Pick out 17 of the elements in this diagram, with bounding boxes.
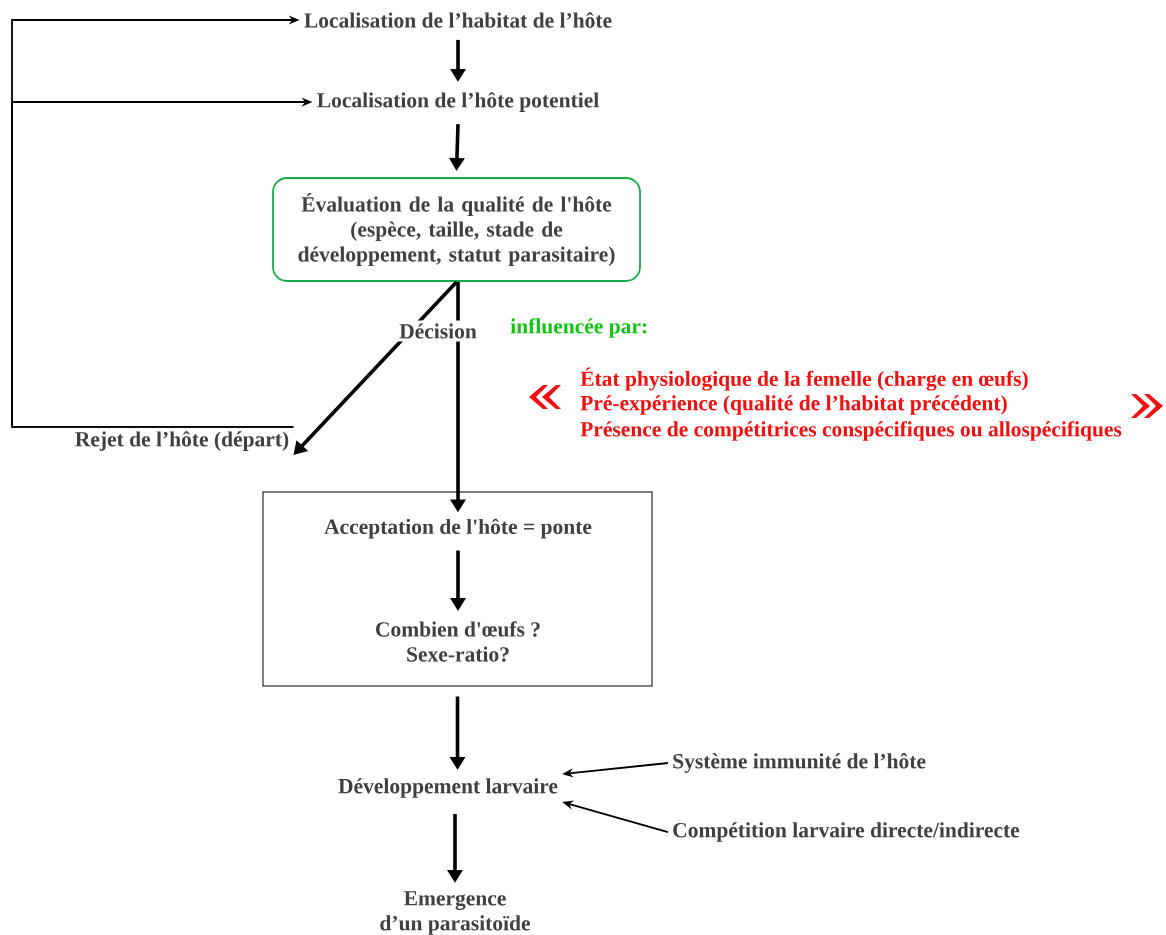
influence-factor: Pré-expérience (qualité de l’habitat précédent) (580, 395, 1007, 415)
step-text: Emergence d’un parasitoïde (380, 891, 530, 935)
factor-text: Système immunité de l’hôte (673, 753, 926, 773)
influence-heading: influencée par: (510, 318, 647, 338)
step-text: Localisation de l’habitat de l’hôte (304, 12, 612, 28)
influence-factor: Présence de compétitrices conspécifiques ou allospécifiques (580, 421, 1122, 441)
step-text: Développement larvaire (338, 778, 558, 798)
arrow (293, 280, 458, 455)
step-text: Acceptation de l'hôte = ponte (324, 518, 592, 539)
step-text: Localisation de l’hôte potentiel (317, 92, 599, 112)
decision-box (262, 491, 653, 687)
step-text: Rejet de l’hôte (départ) (75, 431, 289, 451)
evaluation-box: Évaluation de la qualité de l'hôte (espèce, taille, stade de développement, statut parasitaire) (272, 177, 641, 282)
factor-text: Compétition larvaire directe/indirecte (673, 822, 1020, 842)
step-text: Combien d'œufs ? Sexe-ratio? (376, 621, 540, 662)
edge-label: Décision (396, 320, 480, 342)
influence-factor: État physiologique de la femelle (charge en œufs) (580, 367, 1028, 391)
